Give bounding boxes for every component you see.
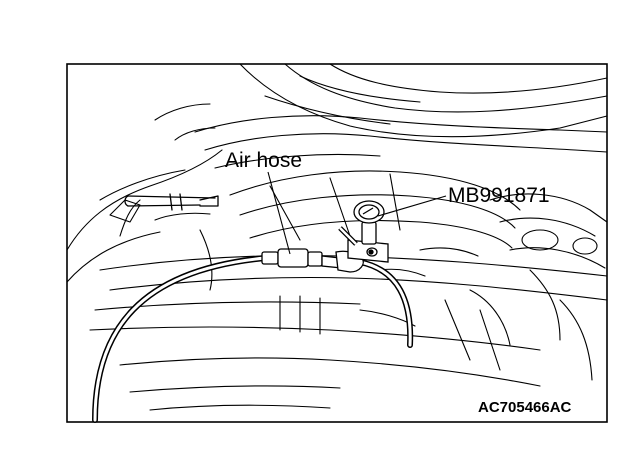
leader-lines <box>267 171 447 255</box>
figure-code: AC705466AC <box>478 399 572 416</box>
callout-tool-mb991871: MB991871 <box>448 184 550 207</box>
hose-coupling <box>261 248 364 273</box>
air-hose <box>92 255 414 423</box>
engine-bay-linework <box>66 63 608 411</box>
pressure-gauge-tool <box>338 200 389 263</box>
figure-frame <box>66 63 608 423</box>
clamp-tool <box>124 193 219 211</box>
callout-air-hose: Air hose <box>225 149 303 172</box>
